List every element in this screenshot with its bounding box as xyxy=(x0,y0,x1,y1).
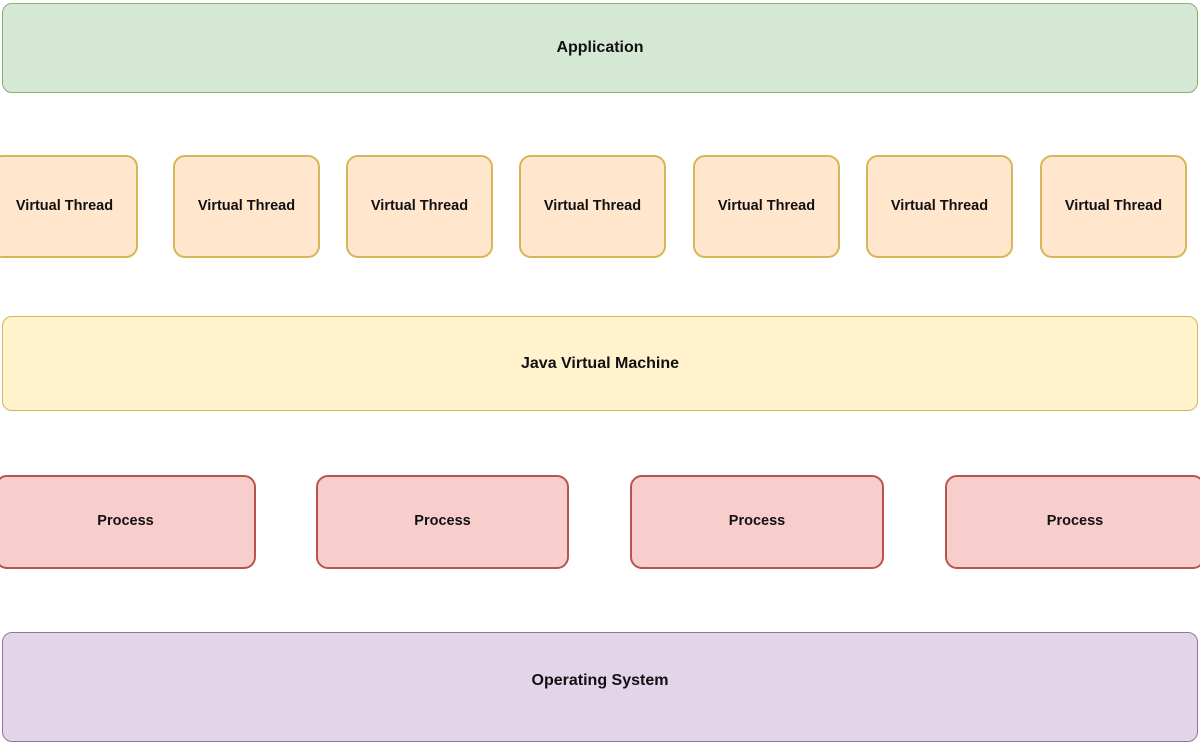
process-label: Process xyxy=(728,513,786,530)
layer-java-virtual-machine: Java Virtual Machine xyxy=(2,316,1198,411)
virtual-thread-row: Virtual Thread Virtual Thread Virtual Th… xyxy=(0,155,1200,259)
process-box: Process xyxy=(316,475,569,569)
process-box: Process xyxy=(630,475,884,569)
process-label: Process xyxy=(97,513,154,530)
virtual-thread-label: Virtual Thread xyxy=(197,197,296,214)
virtual-thread-box: Virtual Thread xyxy=(0,155,138,258)
virtual-thread-box: Virtual Thread xyxy=(1040,155,1187,258)
process-box: Process xyxy=(0,475,256,569)
layer-application-label: Application xyxy=(556,39,644,57)
process-box: Process xyxy=(945,475,1200,569)
layer-jvm-label: Java Virtual Machine xyxy=(521,354,679,372)
virtual-thread-label: Virtual Thread xyxy=(370,197,469,214)
layer-operating-system: Operating System xyxy=(2,632,1198,742)
virtual-thread-box: Virtual Thread xyxy=(173,155,320,258)
process-label: Process xyxy=(414,513,471,530)
virtual-thread-label: Virtual Thread xyxy=(717,197,816,214)
virtual-thread-label: Virtual Thread xyxy=(543,197,642,214)
virtual-thread-box: Virtual Thread xyxy=(346,155,493,258)
layer-application: Application xyxy=(2,3,1198,93)
virtual-thread-box: Virtual Thread xyxy=(519,155,666,258)
virtual-thread-label: Virtual Thread xyxy=(15,197,114,214)
layer-operating-system-label: Operating System xyxy=(531,672,669,689)
virtual-thread-label: Virtual Thread xyxy=(1064,197,1163,214)
virtual-thread-label: Virtual Thread xyxy=(890,197,989,214)
virtual-thread-box: Virtual Thread xyxy=(866,155,1013,258)
process-label: Process xyxy=(1046,513,1104,530)
virtual-thread-box: Virtual Thread xyxy=(693,155,840,258)
process-row: Process Process Process Process xyxy=(0,475,1200,569)
